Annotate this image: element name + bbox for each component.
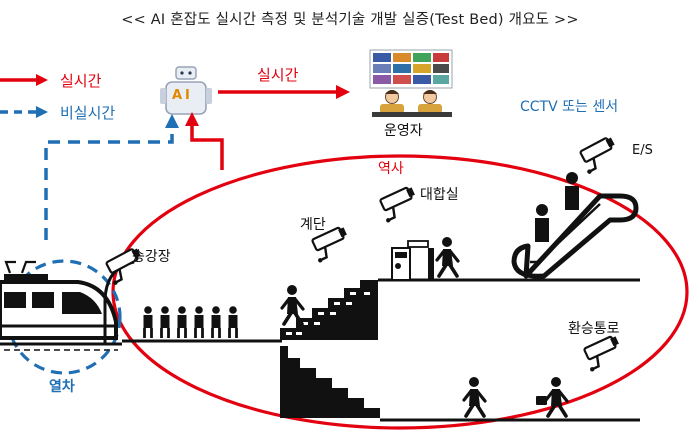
stairs-label: 계단 xyxy=(300,217,326,233)
platform-label: 승강장 xyxy=(132,249,171,265)
ai-label: AI xyxy=(172,88,193,103)
ai-robot-icon xyxy=(160,66,212,115)
hall-label: 대합실 xyxy=(420,187,459,203)
nonrealtime-arrow-train-to-ai xyxy=(44,114,179,240)
diagram-title: << AI 혼잡도 실시간 측정 및 분석기술 개발 실증(Test Bed) … xyxy=(121,12,579,28)
legend-nonrealtime-label: 비실시간 xyxy=(60,104,116,122)
operator-label: 운영자 xyxy=(384,123,423,139)
turnstile-icon xyxy=(391,240,434,281)
legend-realtime-label: 실시간 xyxy=(60,72,102,90)
person-on-stairs xyxy=(280,283,305,326)
legend-nonrealtime-arrow xyxy=(0,106,48,118)
train-boundary xyxy=(6,259,122,375)
escalator-icon xyxy=(511,172,639,279)
realtime-arrow-station-to-ai xyxy=(185,112,224,170)
person-in-hall xyxy=(435,235,460,278)
train-label: 열차 xyxy=(49,379,75,395)
monitor-wall-icon xyxy=(369,49,453,117)
station-label: 역사 xyxy=(378,161,404,177)
realtime-arrow-ai-to-operator xyxy=(218,85,350,99)
legend-realtime-arrow xyxy=(0,74,48,86)
escalator-label: E/S xyxy=(632,143,653,158)
cctv-sensor-label: CCTV 또는 센서 xyxy=(520,99,619,115)
transfer-passage-label: 환승통로 xyxy=(568,321,620,337)
transfer-passengers xyxy=(462,375,569,418)
stairs-down xyxy=(280,346,380,418)
platform-crowd xyxy=(142,304,239,340)
train-icon xyxy=(0,260,122,351)
arrow-realtime-label: 실시간 xyxy=(257,66,299,84)
